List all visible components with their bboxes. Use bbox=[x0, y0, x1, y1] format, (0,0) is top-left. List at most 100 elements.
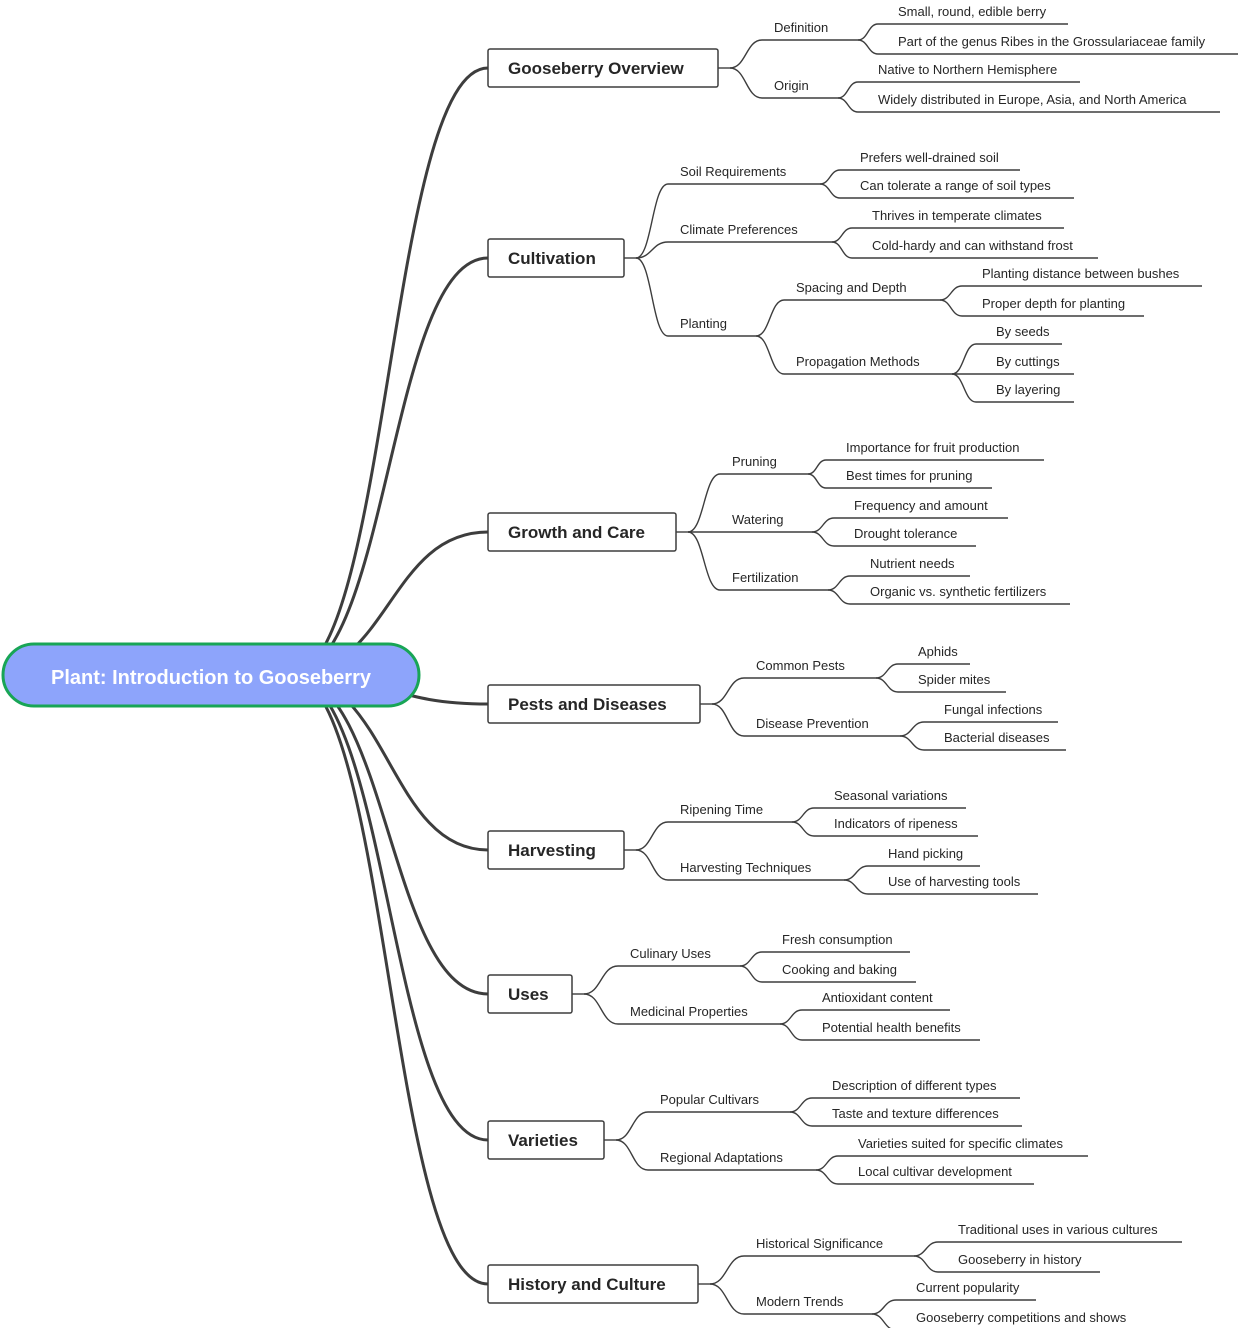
leaf-node: Gooseberry in history bbox=[958, 1252, 1082, 1267]
connector-layer bbox=[289, 23, 1238, 1328]
branch-6-sub-1-label: Culinary Uses bbox=[630, 946, 711, 961]
leaf-node: Best times for pruning bbox=[846, 468, 972, 483]
leaf-node: Cold-hardy and can withstand frost bbox=[872, 238, 1073, 253]
branch-3-sub-3-leaf-2-connector bbox=[827, 589, 851, 605]
branch-5-sub-2-connector bbox=[635, 849, 669, 881]
branch-node[interactable]: Gooseberry Overview bbox=[487, 48, 719, 88]
branch-1-connector bbox=[289, 66, 489, 677]
branch-6-sub-2-leaf-2-connector bbox=[779, 1023, 803, 1041]
leaf-node: Widely distributed in Europe, Asia, and … bbox=[878, 92, 1187, 107]
branch-node[interactable]: Pests and Diseases bbox=[487, 684, 701, 724]
branch-1-sub-2-connector bbox=[729, 67, 763, 99]
leaf-node: Fresh consumption bbox=[782, 932, 893, 947]
branch-3-sub-1-leaf-1-connector bbox=[807, 459, 827, 475]
branch-1-sub-2-leaf-1-connector bbox=[837, 81, 859, 99]
branch-1-sub-1-label: Definition bbox=[774, 20, 828, 35]
branch-2-sub-2-leaf-2-connector bbox=[831, 241, 853, 259]
leaf-node: By layering bbox=[996, 382, 1060, 397]
branch-2-sub-3-2-connector bbox=[755, 335, 785, 375]
leaf-node: Cooking and baking bbox=[782, 962, 897, 977]
branch-2-sub-2-connector bbox=[635, 241, 669, 259]
branch-2-sub-3-2-label: Propagation Methods bbox=[796, 354, 920, 369]
branch-6-sub-1-connector bbox=[583, 965, 619, 995]
branch-7-sub-2-leaf-1-connector bbox=[815, 1155, 839, 1171]
branch-4-sub-2-leaf-2-connector bbox=[899, 735, 925, 751]
leaf-node: Use of harvesting tools bbox=[888, 874, 1021, 889]
branch-box bbox=[487, 830, 625, 870]
branch-box bbox=[487, 1120, 605, 1160]
leaf-node: Drought tolerance bbox=[854, 526, 957, 541]
branch-6-sub-1-leaf-1-connector bbox=[739, 951, 763, 967]
leaf-node: Part of the genus Ribes in the Grossular… bbox=[898, 34, 1206, 49]
branch-4-sub-1-leaf-1-connector bbox=[875, 663, 899, 679]
leaf-node: Antioxidant content bbox=[822, 990, 933, 1005]
branch-7-sub-2-leaf-2-connector bbox=[815, 1169, 839, 1185]
leaf-node: Native to Northern Hemisphere bbox=[878, 62, 1057, 77]
branch-4-sub-2-leaf-1-connector bbox=[899, 721, 925, 737]
branch-2-sub-1-connector bbox=[635, 183, 669, 259]
branch-1-sub-2-label: Origin bbox=[774, 78, 809, 93]
branch-6-connector bbox=[289, 673, 489, 996]
branch-7-sub-1-connector bbox=[615, 1111, 649, 1141]
root-node[interactable]: Plant: Introduction to Gooseberry bbox=[1, 642, 421, 708]
branch-2-sub-1-label: Soil Requirements bbox=[680, 164, 787, 179]
leaf-node: Traditional uses in various cultures bbox=[958, 1222, 1158, 1237]
branch-3-sub-1-label: Pruning bbox=[732, 454, 777, 469]
leaf-node: Can tolerate a range of soil types bbox=[860, 178, 1051, 193]
branch-3-sub-1-connector bbox=[687, 473, 721, 533]
branch-6-sub-2-label: Medicinal Properties bbox=[630, 1004, 748, 1019]
branch-3-sub-2-leaf-1-connector bbox=[811, 517, 835, 533]
branch-node[interactable]: Uses bbox=[487, 974, 573, 1014]
branch-node[interactable]: Varieties bbox=[487, 1120, 605, 1160]
branch-box bbox=[487, 238, 625, 278]
branch-label: Gooseberry Overview bbox=[508, 59, 685, 78]
branch-node[interactable]: Harvesting bbox=[487, 830, 625, 870]
branch-1-sub-1-leaf-1-connector bbox=[857, 23, 879, 41]
root-label: Plant: Introduction to Gooseberry bbox=[51, 667, 372, 689]
leaf-node: Current popularity bbox=[916, 1280, 1020, 1295]
branch-8-sub-2-label: Modern Trends bbox=[756, 1294, 844, 1309]
branch-5-sub-1-leaf-1-connector bbox=[791, 807, 815, 823]
leaf-node: Proper depth for planting bbox=[982, 296, 1125, 311]
branch-7-sub-2-connector bbox=[615, 1139, 649, 1171]
branch-5-sub-1-leaf-2-connector bbox=[791, 821, 815, 837]
leaf-node: Organic vs. synthetic fertilizers bbox=[870, 584, 1047, 599]
branch-2-sub-3-label: Planting bbox=[680, 316, 727, 331]
leaf-node: Varieties suited for specific climates bbox=[858, 1136, 1063, 1151]
branch-7-connector bbox=[289, 673, 489, 1142]
branch-node[interactable]: History and Culture bbox=[487, 1264, 699, 1304]
branch-box bbox=[487, 48, 719, 88]
leaf-node: Planting distance between bushes bbox=[982, 266, 1180, 281]
branch-2-connector bbox=[289, 256, 489, 677]
branch-8-connector bbox=[289, 673, 489, 1286]
leaf-node: Nutrient needs bbox=[870, 556, 955, 571]
branch-4-sub-1-connector bbox=[711, 677, 745, 705]
branch-6-sub-2-connector bbox=[583, 993, 619, 1025]
branch-8-sub-2-connector bbox=[709, 1283, 745, 1315]
branch-1-sub-1-leaf-2-connector bbox=[857, 39, 879, 55]
branch-node[interactable]: Cultivation bbox=[487, 238, 625, 278]
branch-2-sub-3-1-connector bbox=[755, 299, 785, 337]
branch-label: Varieties bbox=[508, 1131, 578, 1150]
branch-2-sub-3-connector bbox=[635, 257, 669, 337]
leaf-node: Small, round, edible berry bbox=[898, 4, 1047, 19]
branch-7-sub-1-leaf-2-connector bbox=[789, 1111, 813, 1127]
branch-4-sub-2-connector bbox=[711, 703, 745, 737]
branch-2-sub-1-leaf-2-connector bbox=[819, 183, 841, 199]
branch-node[interactable]: Growth and Care bbox=[487, 512, 677, 552]
node-layer: Plant: Introduction to Gooseberry Gooseb… bbox=[1, 4, 1206, 1325]
branch-4-sub-2-label: Disease Prevention bbox=[756, 716, 869, 731]
leaf-node: Bacterial diseases bbox=[944, 730, 1050, 745]
leaf-node: Spider mites bbox=[918, 672, 991, 687]
branch-2-sub-2-leaf-1-connector bbox=[831, 227, 853, 243]
leaf-node: Aphids bbox=[918, 644, 958, 659]
branch-2-sub-3-2-leaf-1-connector bbox=[951, 343, 977, 375]
branch-7-sub-1-label: Popular Cultivars bbox=[660, 1092, 759, 1107]
branch-2-sub-2-label: Climate Preferences bbox=[680, 222, 798, 237]
branch-3-sub-1-leaf-2-connector bbox=[807, 473, 827, 489]
branch-box bbox=[487, 1264, 699, 1304]
branch-5-sub-2-leaf-2-connector bbox=[843, 879, 869, 895]
branch-label: Uses bbox=[508, 985, 549, 1004]
leaf-node: By cuttings bbox=[996, 354, 1060, 369]
